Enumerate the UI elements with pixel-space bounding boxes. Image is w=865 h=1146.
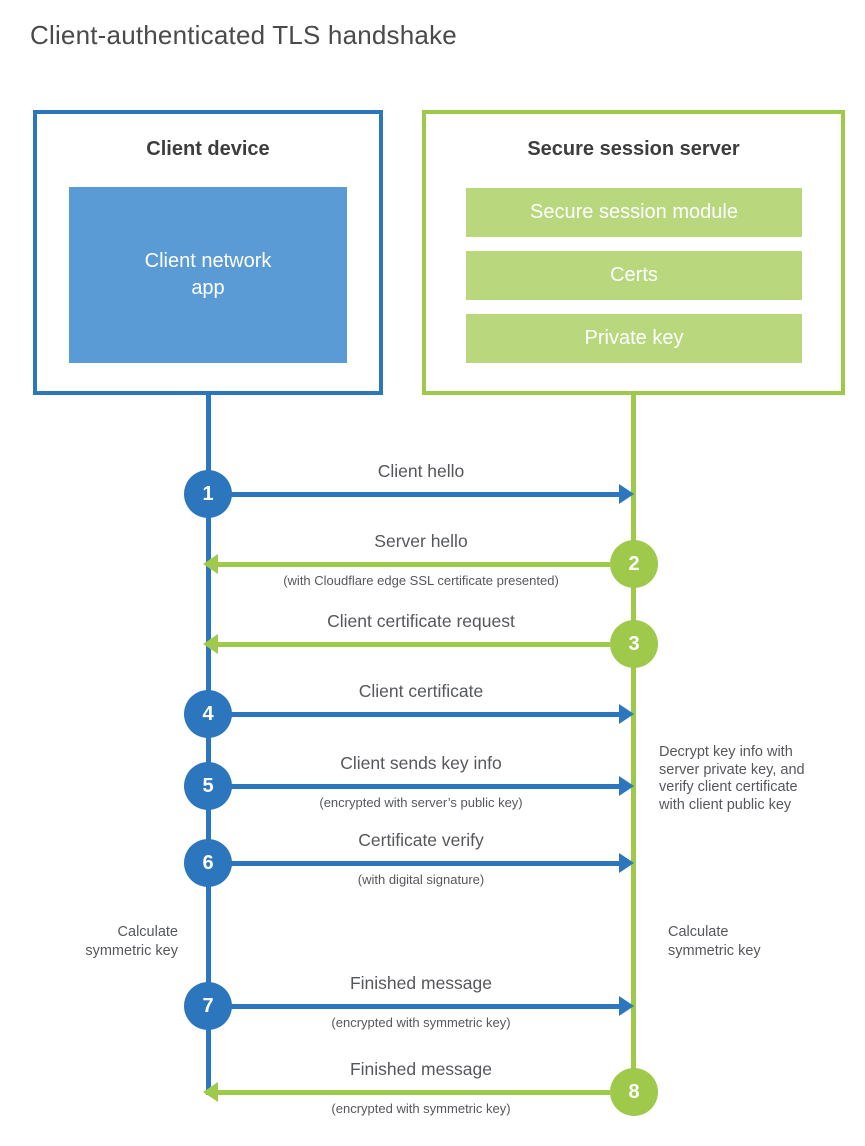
step-7-sublabel: (encrypted with symmetric key) [331, 1015, 511, 1030]
calc-symmetric-key-note-right: Calculate symmetric key [668, 924, 761, 960]
step-5-arrow [230, 784, 620, 789]
step-3-label: Client certificate request [327, 611, 515, 631]
client-device-title: Client device [146, 138, 270, 160]
step-1-arrowhead-icon [619, 484, 634, 504]
secure-session-server-title: Secure session server [527, 138, 740, 160]
step-6-arrowhead-icon [619, 853, 634, 873]
page-title: Client-authenticated TLS handshake [30, 20, 457, 50]
step-2-arrowhead-icon [203, 554, 218, 574]
step-5-label: Client sends key info [340, 753, 502, 773]
step-5-badge: 5 [184, 762, 232, 810]
step-2-arrow [218, 562, 610, 567]
client-lifeline [206, 395, 211, 1095]
step-6-label: Certificate verify [358, 830, 484, 850]
step-3-arrowhead-icon [203, 634, 218, 654]
step-6-sublabel: (with digital signature) [357, 872, 485, 887]
step-8-arrowhead-icon [203, 1082, 218, 1102]
step-1-arrow [230, 492, 620, 497]
step-4-arrowhead-icon [619, 704, 634, 724]
step-4-arrow [230, 712, 620, 717]
decrypt-note: Decrypt key info with server private key… [659, 744, 805, 814]
step-6-arrow [230, 861, 620, 866]
step-8-arrow [218, 1090, 610, 1095]
step-5-sublabel: (encrypted with server’s public key) [319, 795, 523, 810]
step-3-badge: 3 [610, 620, 658, 668]
step-2-sublabel: (with Cloudflare edge SSL certificate pr… [283, 573, 559, 588]
step-4-badge: 4 [184, 690, 232, 738]
step-4-label: Client certificate [358, 681, 484, 701]
step-3-arrow [218, 642, 610, 647]
step-6-badge: 6 [184, 839, 232, 887]
step-1-badge: 1 [184, 470, 232, 518]
client-network-app-box: Client network app [69, 187, 347, 363]
step-7-arrow [230, 1004, 620, 1009]
secure-session-module-bar: Secure session module [466, 188, 802, 237]
step-8-sublabel: (encrypted with symmetric key) [331, 1101, 511, 1116]
step-2-label: Server hello [374, 531, 468, 551]
step-2-badge: 2 [610, 540, 658, 588]
server-lifeline [631, 395, 636, 1092]
private-key-bar: Private key [466, 314, 802, 363]
step-7-badge: 7 [184, 982, 232, 1030]
step-1-label: Client hello [377, 461, 465, 481]
step-7-arrowhead-icon [619, 996, 634, 1016]
certs-bar: Certs [466, 251, 802, 300]
step-7-label: Finished message [349, 973, 493, 993]
calc-symmetric-key-note-left: Calculate symmetric key [85, 924, 178, 960]
step-8-badge: 8 [610, 1068, 658, 1116]
step-8-label: Finished message [349, 1059, 493, 1079]
step-5-arrowhead-icon [619, 776, 634, 796]
